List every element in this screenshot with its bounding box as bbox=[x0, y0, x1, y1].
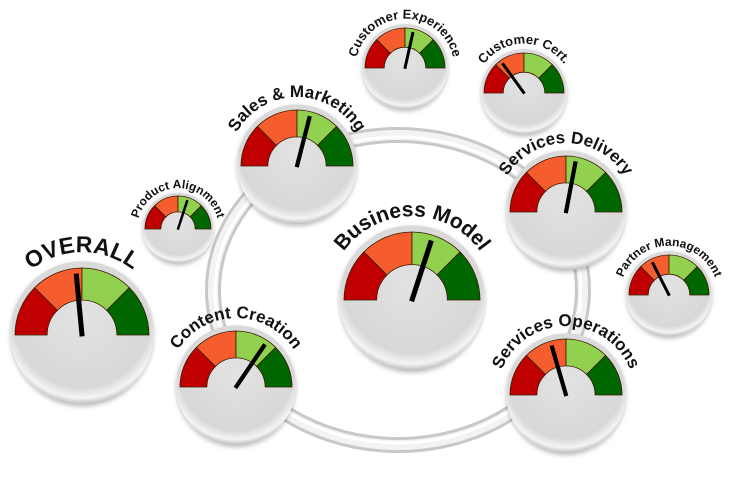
gauge-services-operations: Services Operations bbox=[488, 311, 644, 454]
gauge-content-creation: Content Creation bbox=[166, 303, 306, 446]
needle bbox=[233, 343, 267, 390]
connector-ring bbox=[205, 127, 591, 453]
needle bbox=[403, 31, 415, 70]
needle bbox=[409, 239, 434, 303]
zone-dark-green bbox=[419, 39, 446, 69]
zone-dark-green bbox=[317, 125, 354, 167]
gauge-customer-cert: Customer Cert. bbox=[475, 31, 574, 135]
zone-dark-green bbox=[106, 287, 150, 336]
zone-dark-green bbox=[586, 354, 623, 396]
gauge-customer-experience: Customer Experience bbox=[345, 7, 465, 110]
zone-dark-green bbox=[683, 266, 710, 296]
zone-dark-green bbox=[256, 346, 293, 388]
needle bbox=[73, 273, 85, 337]
gauge-overall: OVERALL bbox=[10, 231, 154, 405]
gauge-product-alignment: Product Alignment bbox=[128, 177, 228, 264]
zone-dark-green bbox=[538, 64, 565, 94]
needle bbox=[563, 160, 578, 214]
needle bbox=[294, 115, 312, 168]
needle bbox=[176, 199, 189, 231]
zone-dark-green bbox=[436, 251, 481, 301]
gauge-services-delivery: Services Delivery bbox=[495, 128, 638, 271]
zone-dark-green bbox=[586, 171, 623, 213]
zone-dark-green bbox=[189, 205, 212, 230]
needle bbox=[650, 261, 671, 297]
needle bbox=[501, 62, 526, 95]
gauge-business-model: Business Model bbox=[330, 198, 495, 371]
needle bbox=[549, 344, 569, 397]
gauge-partner-management: Partner Management bbox=[613, 235, 725, 337]
